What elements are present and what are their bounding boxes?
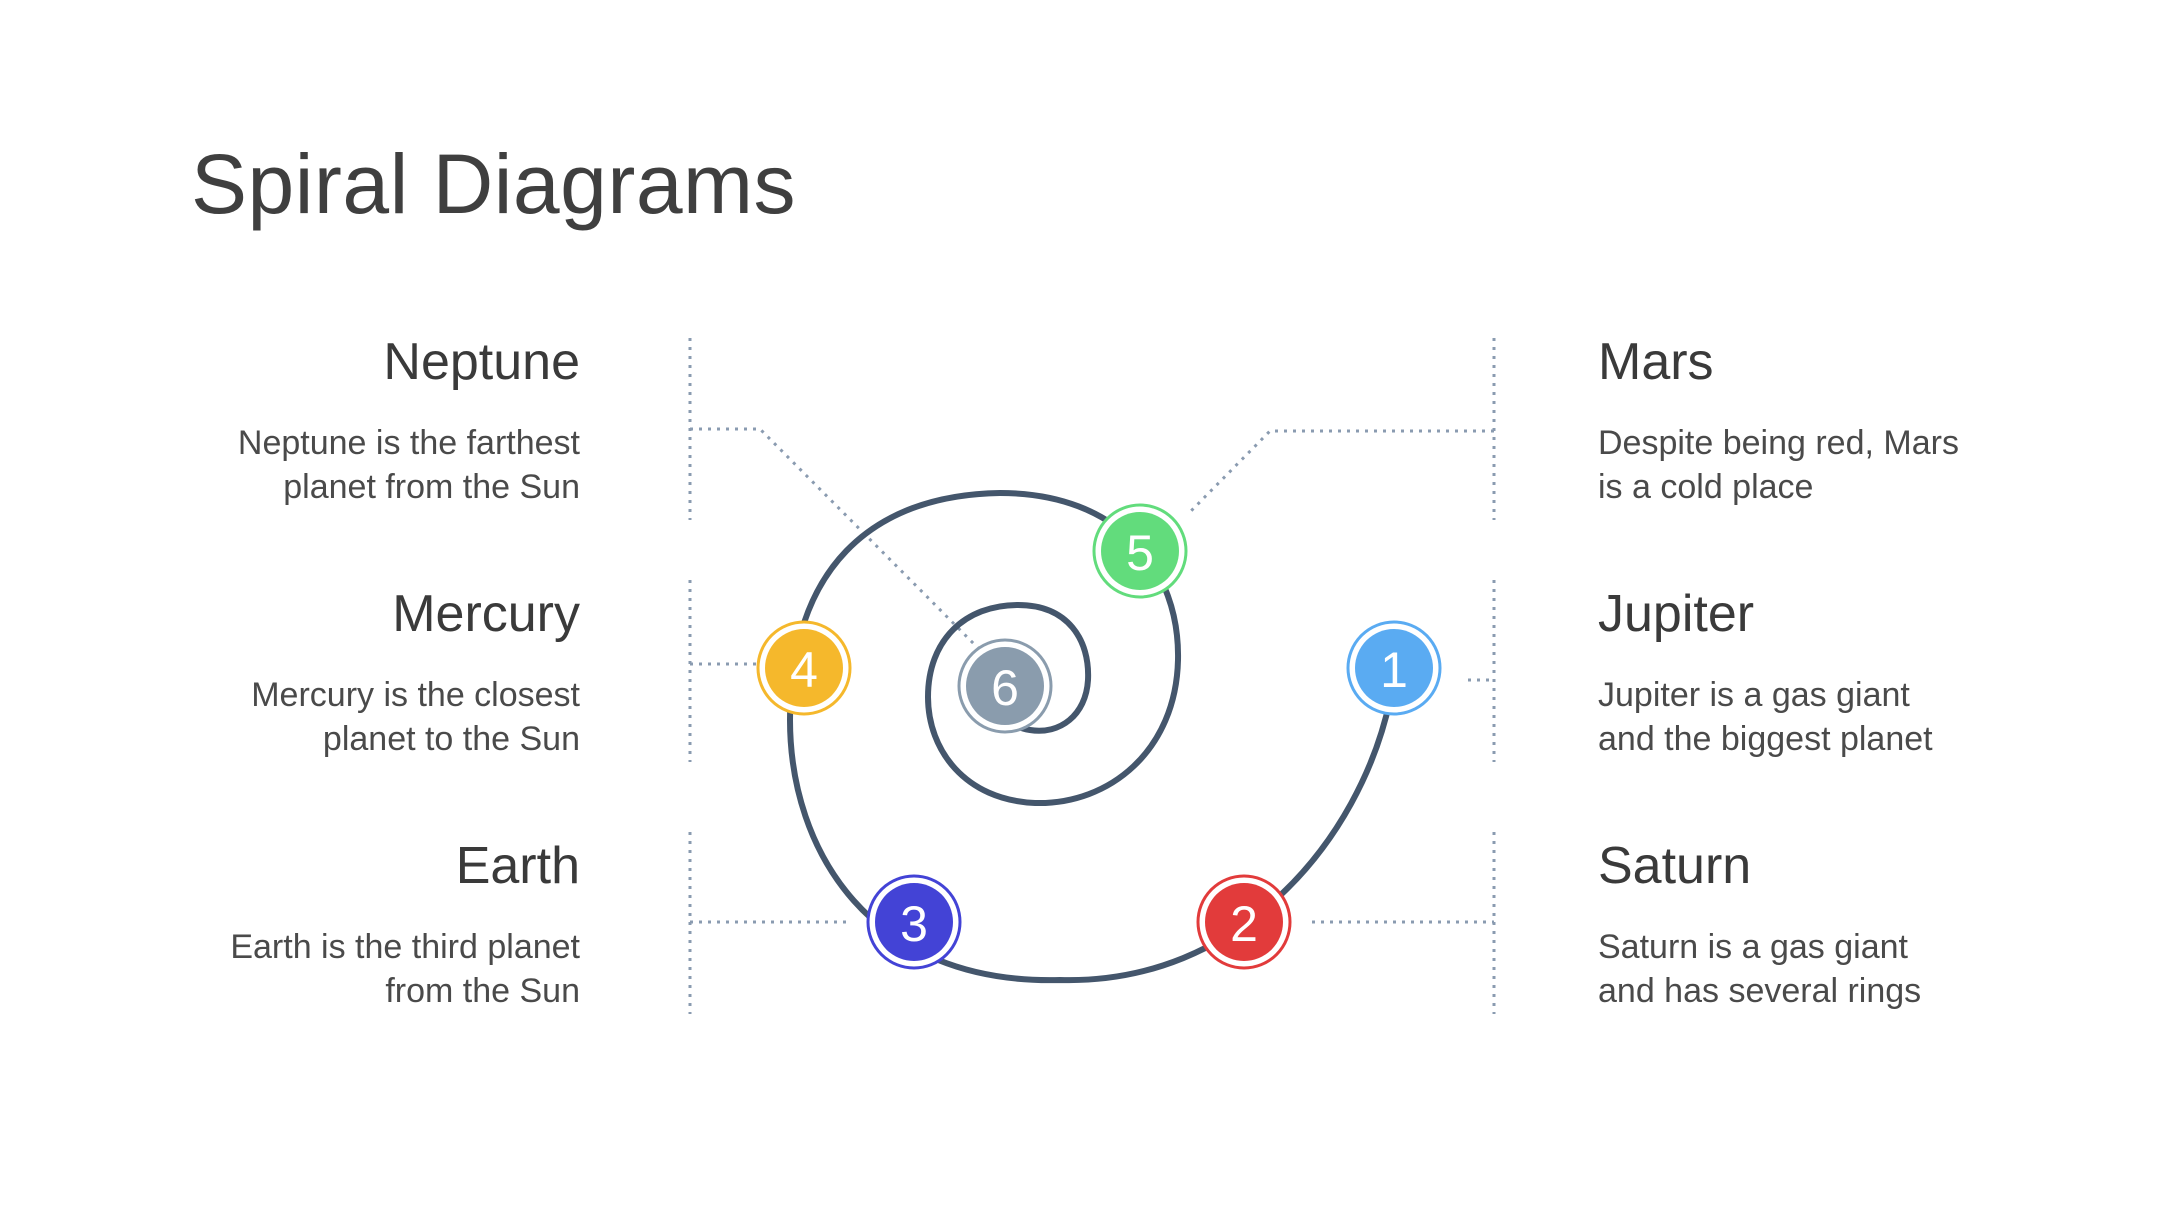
node-2-label: 2 [1230, 896, 1258, 952]
item-earth-line1: Earth is the third planet [230, 928, 580, 967]
node-3-label: 3 [900, 896, 928, 952]
item-earth-heading: Earth [455, 837, 580, 895]
item-jupiter-heading: Jupiter [1598, 585, 1755, 643]
item-jupiter-line2: and the biggest planet [1598, 720, 1933, 759]
item-earth-line2: from the Sun [385, 972, 580, 1011]
item-mercury-line2: planet to the Sun [322, 720, 580, 759]
node-1-fill [1355, 629, 1433, 707]
spiral-node-3: 3 [866, 874, 962, 970]
node-1-label: 1 [1380, 642, 1408, 698]
item-mercury-line1: Mercury is the closest [251, 676, 580, 715]
item-jupiter-description: Jupiter is a gas giant and the biggest pl… [1598, 673, 2038, 761]
spiral-node-5: 5 [1092, 503, 1188, 599]
item-saturn-line2: and has several rings [1598, 972, 1922, 1011]
item-mars-description: Despite being red, Mars is a cold place [1598, 421, 2038, 509]
item-earth-description: Earth is the third planet from the Sun [160, 925, 580, 1013]
item-saturn-description: Saturn is a gas giant and has several rin… [1598, 925, 2038, 1013]
connectors [690, 427, 1494, 924]
item-mars-heading: Mars [1598, 333, 1714, 391]
node-3-fill [875, 883, 953, 961]
node-4-label: 4 [790, 642, 818, 698]
item-mars-line1: Despite being red, Mars [1598, 424, 1959, 463]
connector-neptune [690, 427, 992, 662]
item-mercury-heading: Mercury [392, 585, 580, 643]
spiral-path [786, 489, 1393, 984]
item-neptune-description: Neptune is the farthest planet from the S… [160, 421, 580, 509]
item-mercury-description: Mercury is the closest planet to the Sun [160, 673, 580, 761]
item-saturn-line1: Saturn is a gas giant [1598, 928, 1908, 967]
node-2-fill [1205, 883, 1283, 961]
spiral-node-6: 6 [957, 638, 1053, 734]
item-saturn-heading: Saturn [1598, 837, 1752, 895]
connector-mars [1186, 429, 1494, 516]
item-earth: Earth Earth is the third planet from the … [160, 837, 580, 1013]
spiral-node-2: 2 [1196, 874, 1292, 970]
page-title: Spiral Diagrams [191, 137, 797, 231]
spiral-node-4: 4 [756, 620, 852, 716]
spiral-node-1: 1 [1346, 620, 1442, 716]
node-6-fill [966, 647, 1044, 725]
item-mars: Mars Despite being red, Mars is a cold pl… [1598, 333, 2038, 509]
item-saturn: Saturn Saturn is a gas giant and has seve… [1598, 837, 2038, 1013]
item-mars-line2: is a cold place [1598, 468, 1814, 507]
item-mercury: Mercury Mercury is the closest planet to … [160, 585, 580, 761]
item-jupiter-line1: Jupiter is a gas giant [1598, 676, 1910, 715]
item-neptune-heading: Neptune [383, 333, 580, 391]
item-neptune-line2: planet from the Sun [283, 468, 580, 507]
node-4-fill [765, 629, 843, 707]
item-neptune-line1: Neptune is the farthest [237, 424, 580, 463]
item-jupiter: Jupiter Jupiter is a gas giant and the bi… [1598, 585, 2038, 761]
node-5-fill [1101, 512, 1179, 590]
item-neptune: Neptune Neptune is the farthest planet fr… [160, 333, 580, 509]
node-6-label: 6 [991, 660, 1019, 716]
node-5-label: 5 [1126, 525, 1154, 581]
